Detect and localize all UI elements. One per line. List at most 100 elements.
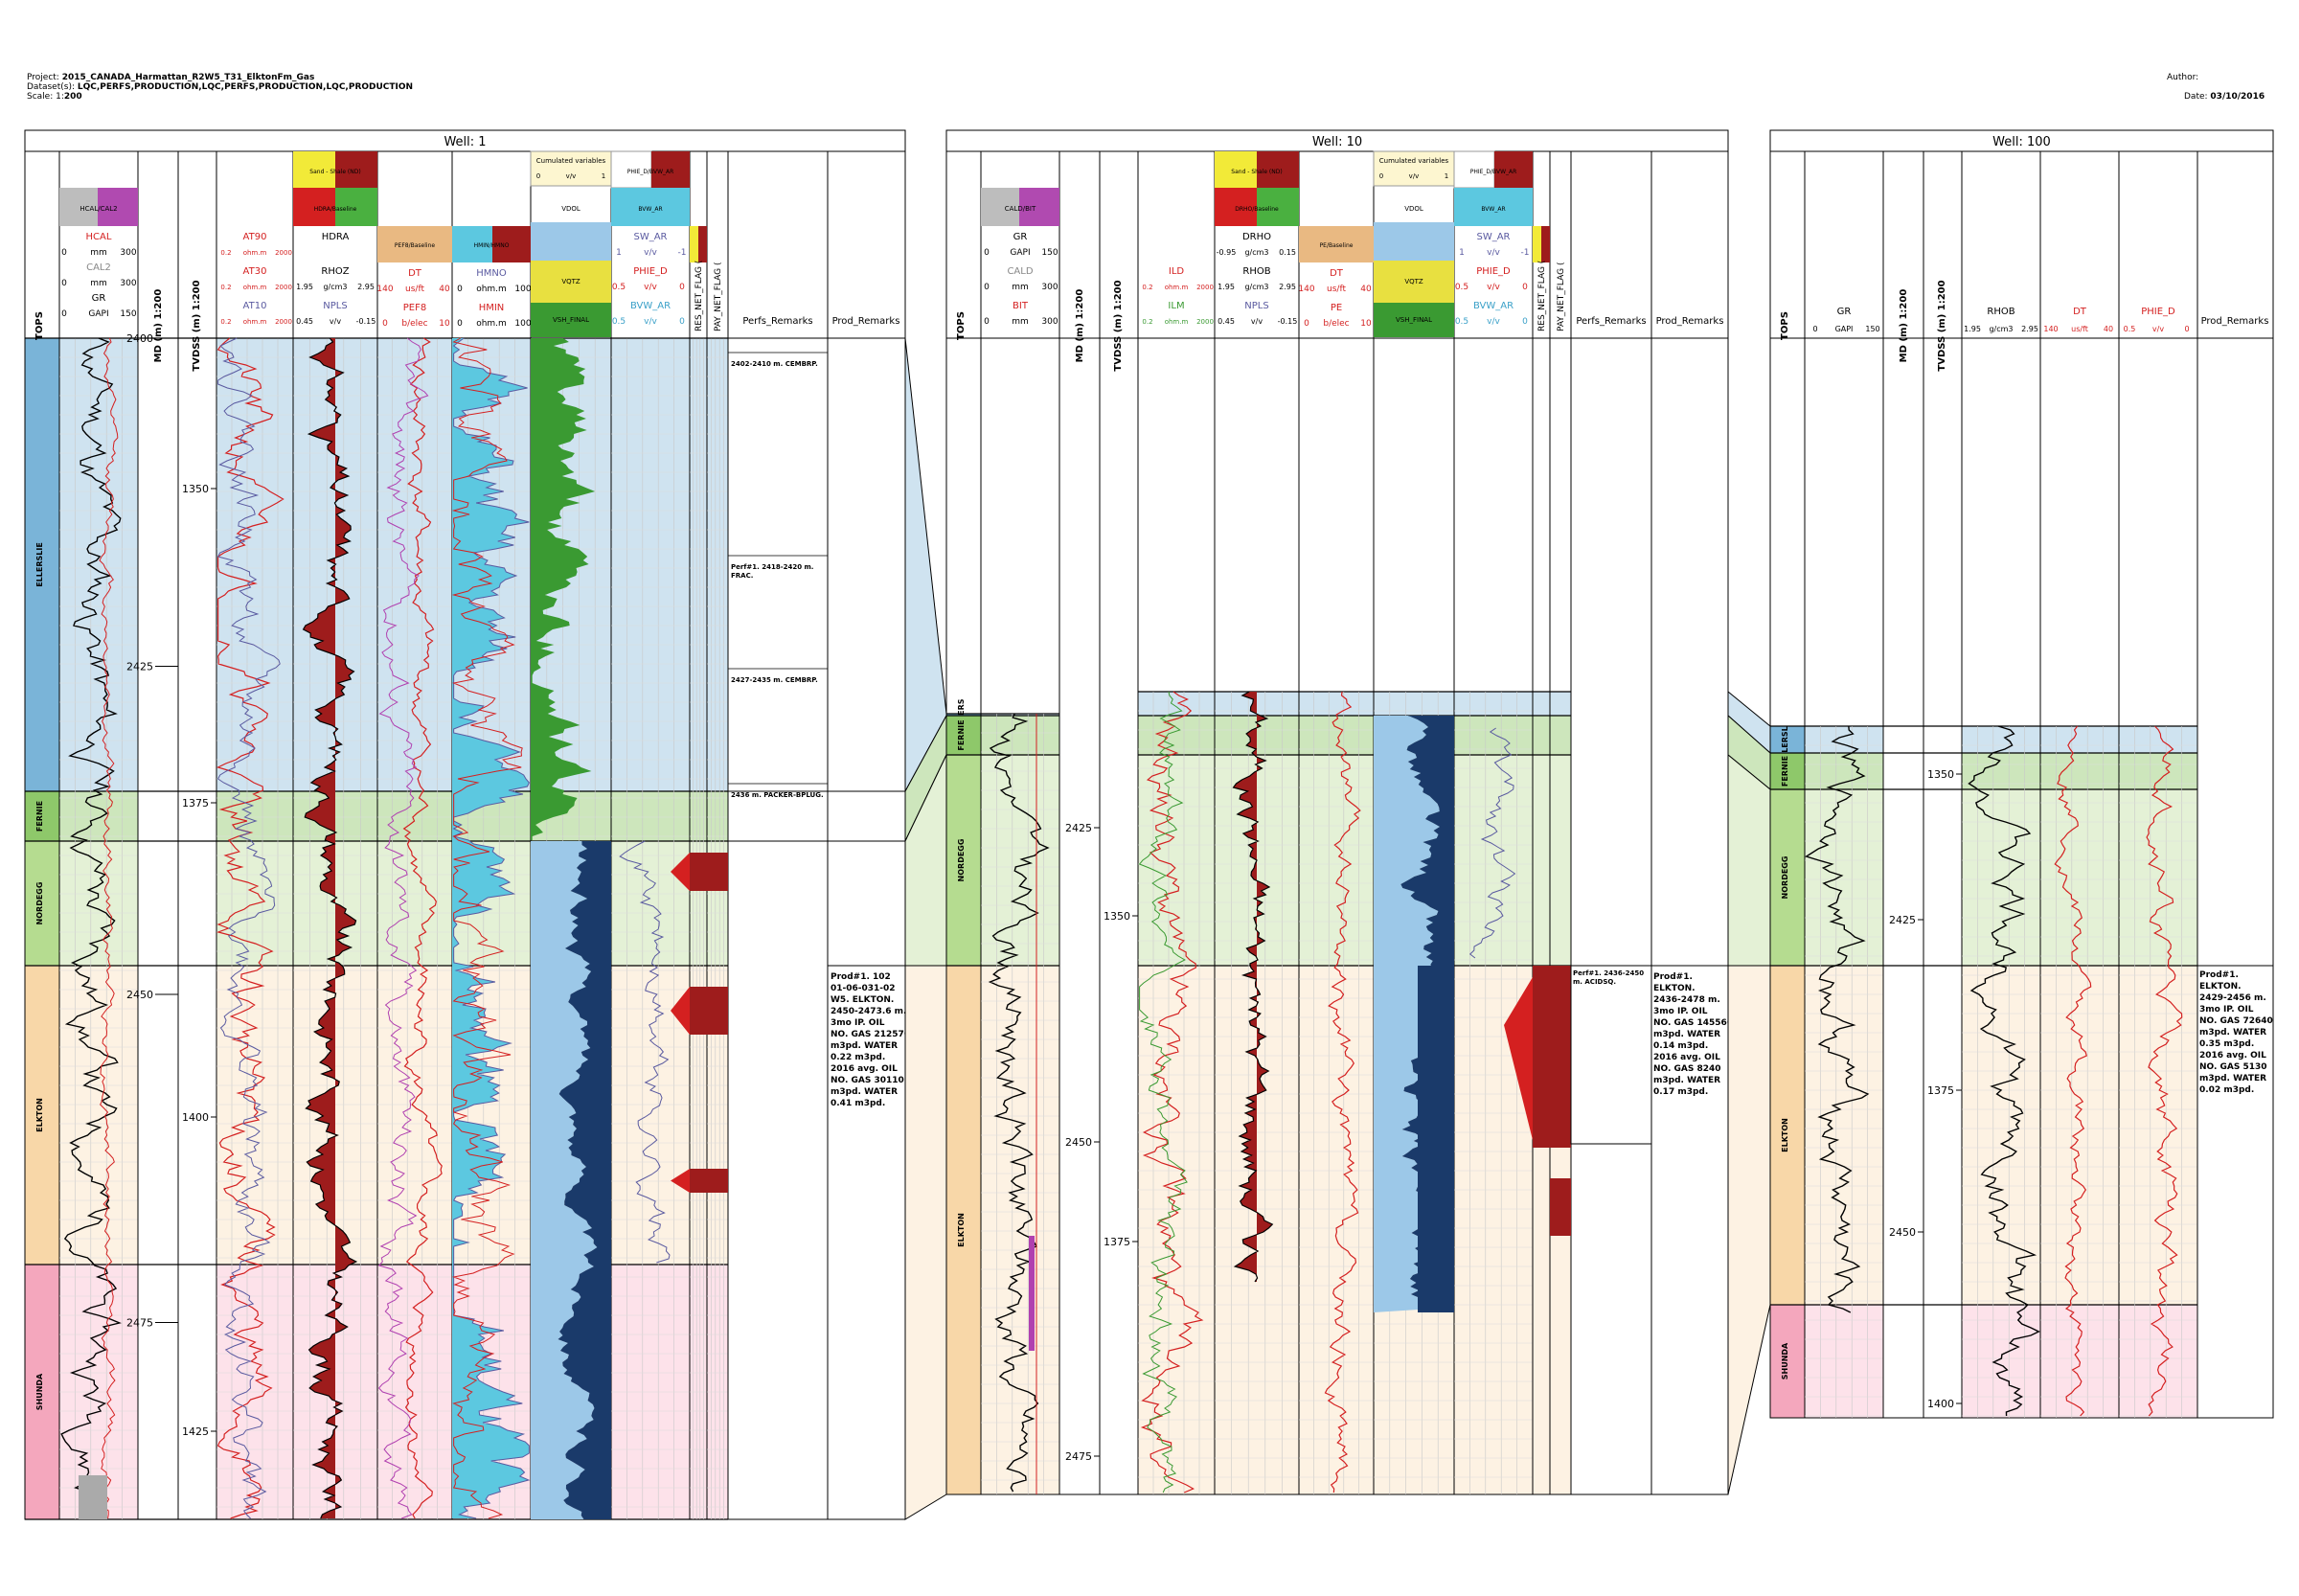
well-1-mic-min: 0: [457, 285, 463, 294]
well-100-band: [1805, 1305, 1883, 1418]
well-100-prod-header: Prod_Remarks: [2201, 316, 2269, 327]
well-10-por-name: RHOB: [1242, 266, 1270, 277]
well-100-prod-remark-line: 0.02 m3pd.: [2199, 1085, 2254, 1095]
well-10-tvdss-tick: 1375: [1104, 1236, 1130, 1248]
well-100-prod-remark-line: NO. GAS 5130: [2199, 1062, 2267, 1072]
well-10-por-box: [1257, 188, 1299, 226]
well-1-scale-max: 300: [120, 279, 136, 288]
well-1-mic-unit: ohm.m: [476, 285, 507, 294]
well-10-son-unit: b/elec: [1323, 319, 1349, 329]
well-1-prod-remark-line: 0.41 m3pd.: [831, 1099, 885, 1108]
date-line: Date: 03/10/2016: [2184, 92, 2265, 103]
well-10-sat-max: -1: [1521, 248, 1530, 258]
well-10-res-min: 0.2: [1142, 318, 1152, 326]
well-1-top-label: ELKTON: [35, 1098, 44, 1132]
well-10-phie-fill: [1504, 977, 1533, 1140]
well-1-scale-unit: mm: [90, 279, 107, 288]
well-10-md-header: MD (m) 1:200: [1075, 289, 1085, 363]
well-10-lith-cum-unit: v/v: [1409, 172, 1420, 180]
well-10-por-box: [1257, 151, 1299, 188]
well-10-lith-cum-box: [1373, 150, 1455, 187]
well-100-top-ellerslie: [1770, 726, 1805, 753]
well-1-prod-remark-line: m3pd. WATER: [831, 1041, 898, 1051]
well-10-gr-curve: [988, 713, 1050, 1493]
project-line: Project: 2015_CANADA_Harmattan_R2W5_T31_…: [27, 73, 314, 83]
well-10-son-name: PE: [1331, 303, 1342, 313]
well-10-lith-vqtz-label: VQTZ: [1404, 278, 1423, 285]
well-1-por-name: HDRA: [322, 232, 350, 242]
well-100-scale-max: 0: [2184, 325, 2189, 333]
well-100-gr-curve: [1804, 725, 1870, 1313]
well-10-res-unit: ohm.m: [1165, 318, 1189, 326]
well-1-son-unit: us/ft: [405, 285, 424, 294]
well-10-track-frame: [1570, 150, 1652, 1495]
well-1-scale-min: 0: [61, 279, 67, 288]
well-1-dt-curve: [402, 337, 443, 1519]
well-10-flag-box: [1533, 226, 1541, 262]
well-10-band: [981, 716, 1059, 755]
well-10-res-flag: [1533, 966, 1571, 1148]
well-10-lith-vdol-label: VDOL: [1404, 205, 1423, 213]
well-10-res-max: 2000: [1196, 284, 1214, 291]
well-10-scale-max: 300: [1041, 283, 1058, 292]
well-1-band: [59, 966, 138, 1265]
well-1-por-box: [335, 151, 377, 188]
well-1-cal-box: [98, 188, 138, 226]
well-10-band: [981, 755, 1059, 966]
well-1-son-min: 0: [382, 319, 388, 329]
well-1-vdol-fill: [531, 841, 598, 1519]
well-1-phie-fill: [671, 853, 690, 891]
well-10-prod-remark-line: NO. GAS 8240: [1653, 1064, 1721, 1074]
well-100-tvdss-tick: 1375: [1927, 1084, 1954, 1097]
well-1-phie-fill: [671, 1169, 690, 1193]
well-1-res-flag: [690, 987, 707, 1035]
corr-1-10-elkton: [904, 965, 947, 1520]
project-name: 2015_CANADA_Harmattan_R2W5_T31_ElktonFm_…: [61, 73, 315, 82]
well-100-scale-min: 0: [1812, 325, 1817, 333]
well-10-prod-header: Prod_Remarks: [1656, 316, 1724, 327]
well-1-lith-vqtz-label: VQTZ: [561, 278, 580, 285]
well-1-perf-remark-line: 2436 m. PACKER-BPLUG.: [731, 791, 824, 799]
well-10-por-max: 0.15: [1279, 248, 1296, 257]
well-100-prod-remark-line: 3mo IP. OIL: [2199, 1005, 2254, 1015]
well-10-sat-max: 0: [1522, 283, 1528, 292]
well-1-mic-unit: ohm.m: [476, 319, 507, 329]
well-1-tvdss-tick: 1400: [182, 1111, 209, 1124]
well-1-perf-remark-line: FRAC.: [731, 572, 753, 580]
well-1-sat-box: [651, 151, 690, 188]
well-1-por-min: 1.95: [296, 283, 313, 291]
well-10-sat-unit: v/v: [1487, 283, 1500, 292]
well-10-prod-remark-line: 0.17 m3pd.: [1653, 1087, 1708, 1097]
well-100-band: [1805, 726, 1883, 753]
well-1-sat-box: [610, 150, 652, 189]
well-10-sat-unit: v/v: [1487, 317, 1500, 327]
well-1-md-tick: 2450: [126, 989, 153, 1001]
well-10-por-unit: v/v: [1251, 317, 1263, 326]
well-1-top-label: NORDEGG: [35, 882, 44, 925]
well-1-pay-flag: [707, 1169, 728, 1193]
well-1-prod-remark-line: m3pd. WATER: [831, 1087, 898, 1097]
well-1-top-label: SHUNDA: [35, 1373, 44, 1410]
well-100-scale-unit: g/cm3: [1989, 325, 2013, 333]
well-10-cal-box: [981, 188, 1019, 226]
well-1-res-flag: [690, 1169, 707, 1193]
well-1-band: [59, 841, 138, 966]
well-1-lith-vsh: [531, 303, 611, 337]
well-1-sat-name: SW_AR: [633, 232, 667, 242]
well-10-curve-name: GR: [1013, 232, 1028, 242]
well-10-por-box: [1215, 188, 1257, 226]
well-10-sat-box-label: PHIE_D/BVW_AR: [1470, 169, 1517, 175]
well-1-res-max: 2000: [275, 249, 292, 257]
well-10-scale-min: 0: [984, 283, 990, 292]
well-10-flag-box: [1541, 226, 1550, 262]
well-1-lith-cum-min: 0: [536, 172, 540, 180]
well-1-sat-box-label: PHIE_D/BVW_AR: [627, 169, 674, 175]
well-10-sat-min: 0.5: [1455, 317, 1468, 327]
well-10-prod-remark-line: 0.14 m3pd.: [1653, 1041, 1708, 1051]
well-1-md-header: MD (m) 1:200: [153, 289, 164, 363]
well-100-curve-name: GR: [1837, 307, 1852, 317]
author-line: Author:: [2167, 73, 2198, 83]
well-10-scale-min: 0: [984, 248, 990, 258]
well-100-prod-remark-line: m3pd. WATER: [2199, 1074, 2266, 1083]
well-10-band: [1138, 755, 1571, 966]
